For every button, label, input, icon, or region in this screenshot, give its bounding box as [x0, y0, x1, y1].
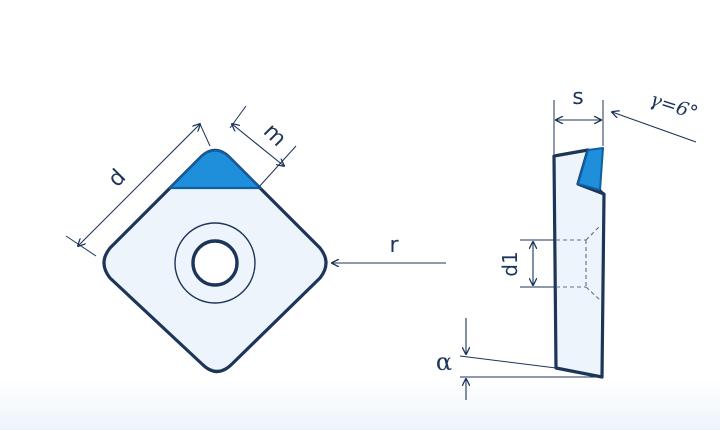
label-d1: d1 — [498, 251, 522, 276]
dimension-r: r — [332, 233, 446, 263]
insert-top-view — [102, 148, 328, 374]
insert-side-view — [552, 147, 606, 379]
hidden-hole-lines — [556, 225, 601, 301]
dimension-gamma: γ=6° — [612, 88, 700, 143]
dimension-d1: d1 — [498, 239, 556, 288]
dimension-s: s — [553, 85, 604, 154]
dimension-d-line — [78, 124, 200, 246]
dimension-m-line — [232, 124, 284, 166]
label-d: d — [104, 165, 132, 193]
label-gamma: γ=6° — [647, 88, 700, 124]
label-m: m — [258, 119, 291, 152]
gamma-leader — [612, 112, 697, 143]
cutting-tip — [168, 149, 262, 190]
label-alpha: α — [436, 348, 452, 376]
center-hole-inner — [191, 239, 239, 287]
dimension-alpha: α — [436, 318, 600, 400]
label-r: r — [389, 233, 399, 258]
label-s: s — [572, 85, 583, 110]
